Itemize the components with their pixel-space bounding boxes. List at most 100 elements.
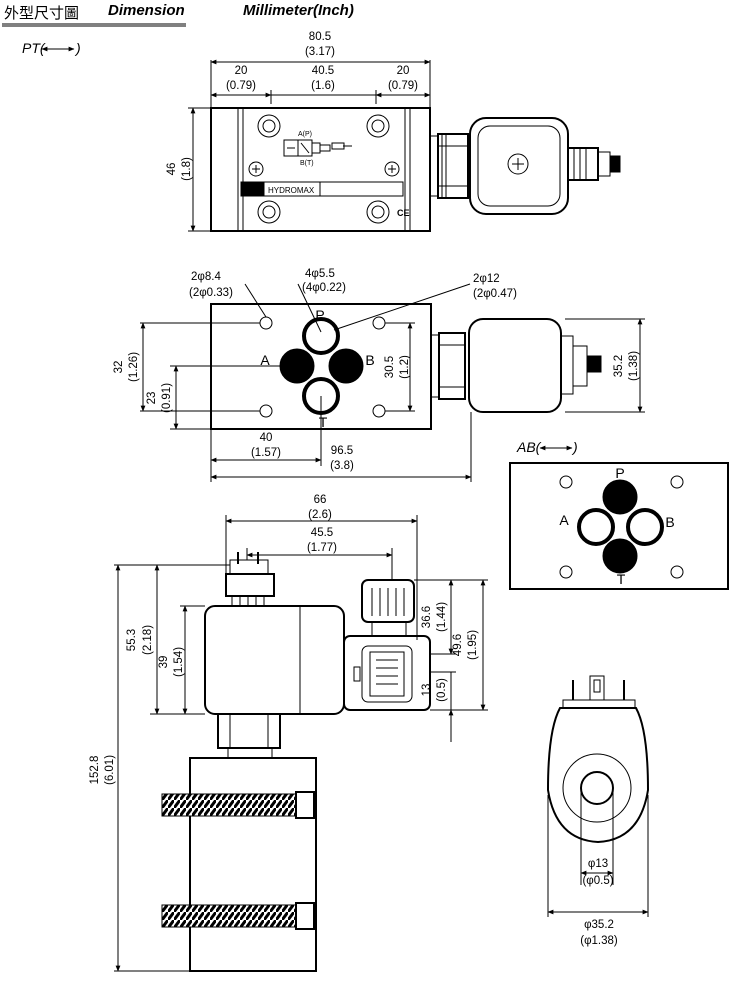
coil-connector xyxy=(225,573,275,597)
port-a xyxy=(577,508,615,546)
screw-icon xyxy=(507,153,529,175)
ab-label: AB( xyxy=(516,439,542,455)
solenoid-coil-top xyxy=(469,117,569,215)
dim-side-13-inch: (0.5) xyxy=(436,678,448,702)
mount-hole xyxy=(257,114,281,138)
dim-coil-13-inch: (φ0.5) xyxy=(582,875,613,887)
bolt-thread xyxy=(161,904,299,928)
dim-hole3: 2φ12 xyxy=(473,273,500,285)
port-b xyxy=(626,508,664,546)
port-a xyxy=(279,348,315,384)
bolt-hole xyxy=(559,475,573,489)
title-units: Millimeter(Inch) xyxy=(243,2,354,19)
dim-face-965-inch: (3.8) xyxy=(330,460,354,472)
solenoid-nut xyxy=(437,133,469,199)
dim-top-left: 20 xyxy=(235,65,248,77)
brand-label: HYDROMAX xyxy=(268,186,315,195)
mount-hole xyxy=(366,200,390,224)
port-a-label: A xyxy=(260,352,270,368)
dim-top-mid: 40.5 xyxy=(312,65,334,77)
port-t xyxy=(602,538,638,574)
dim-side-1528-inch: (6.01) xyxy=(104,755,116,785)
dim-face-40: 40 xyxy=(260,432,273,444)
dim-side-66: 66 xyxy=(314,494,327,506)
solenoid-nut-side xyxy=(217,713,281,749)
mount-hole xyxy=(366,114,390,138)
dim-face-32: 32 xyxy=(113,361,125,374)
hydraulic-symbol-icon xyxy=(283,139,352,157)
dim-side-366: 36.6 xyxy=(421,606,433,628)
dim-coil-13: φ13 xyxy=(588,858,608,870)
dim-hole1-inch: (2φ0.33) xyxy=(189,287,233,299)
dim-face-352-inch: (1.38) xyxy=(628,351,640,381)
dim-face-352: 35.2 xyxy=(613,355,625,377)
mount-hole xyxy=(257,200,281,224)
connector-top xyxy=(567,147,599,181)
dim-side-496: 49.6 xyxy=(452,634,464,656)
top-view: PT( ) A(P) B(T) xyxy=(22,31,621,232)
dim-hole2-inch: (4φ0.22) xyxy=(302,282,346,294)
port-p xyxy=(602,479,638,515)
svg-text:): ) xyxy=(74,40,81,56)
ce-mark: CE xyxy=(397,208,410,218)
dim-top-mid-inch: (1.6) xyxy=(311,80,335,92)
coil-end-view: φ13 (φ0.5) φ35.2 (φ1.38) xyxy=(546,675,650,947)
dim-hole2: 4φ5.5 xyxy=(305,268,335,280)
dim-side-455-inch: (1.77) xyxy=(307,542,337,554)
svg-text:): ) xyxy=(571,439,578,455)
port-t-label: T xyxy=(319,414,328,430)
dim-face-23: 23 xyxy=(146,392,158,405)
bolt-hole xyxy=(670,565,684,579)
dim-face-305-inch: (1.2) xyxy=(399,355,411,379)
solenoid-coil-face xyxy=(468,318,562,413)
dim-side-66-inch: (2.6) xyxy=(308,509,332,521)
port-p xyxy=(302,317,340,355)
dim-top-overall-inch: (3.17) xyxy=(305,46,335,58)
valve-body-side xyxy=(189,757,317,972)
screw-icon xyxy=(248,161,264,177)
dim-top-height-inch: (1.8) xyxy=(181,157,193,181)
nameplate xyxy=(240,181,404,197)
dim-top-right: 20 xyxy=(397,65,410,77)
symbol-a-label: A(P) xyxy=(298,131,312,138)
pt-label: PT( xyxy=(22,40,46,56)
port-a-label: A xyxy=(559,512,569,528)
port-b xyxy=(328,348,364,384)
bolt-hole xyxy=(559,565,573,579)
dim-side-455: 45.5 xyxy=(311,527,333,539)
dim-face-40-inch: (1.57) xyxy=(251,447,281,459)
port-p-label: P xyxy=(315,307,324,323)
dim-hole3-inch: (2φ0.47) xyxy=(473,288,517,300)
dim-face-305: 30.5 xyxy=(384,356,396,378)
pt-arrow-icon: ) xyxy=(41,40,81,56)
title-chinese: 外型尺寸圖 xyxy=(4,5,80,22)
bolt-hole xyxy=(670,475,684,489)
dim-side-1528: 152.8 xyxy=(89,756,101,785)
coil-bore-outer xyxy=(562,753,632,823)
dim-side-366-inch: (1.44) xyxy=(436,602,448,632)
dim-face-32-inch: (1.26) xyxy=(128,352,140,382)
port-face-view: P A B T 2φ8.4 (2φ0.33) 4φ5.5 (4φ0.22) 2φ… xyxy=(113,268,645,482)
dim-coil-352: φ35.2 xyxy=(584,919,614,931)
dim-hole1: 2φ8.4 xyxy=(191,271,221,283)
port-b-label: B xyxy=(665,514,674,530)
port-p-label: P xyxy=(615,465,624,481)
dim-face-23-inch: (0.91) xyxy=(161,383,173,413)
dim-side-39-inch: (1.54) xyxy=(173,647,185,677)
ab-view: AB( ) P A B T xyxy=(509,439,729,590)
coil-end-outline xyxy=(546,707,650,844)
dim-top-height: 46 xyxy=(166,163,178,176)
dim-side-496-inch: (1.95) xyxy=(467,630,479,660)
dim-top-right-inch: (0.79) xyxy=(388,80,418,92)
port-b-label: B xyxy=(365,352,374,368)
dim-top-overall: 80.5 xyxy=(309,31,331,43)
title-dimension: Dimension xyxy=(108,2,185,19)
screw-icon xyxy=(384,161,400,177)
dim-top-left-inch: (0.79) xyxy=(226,80,256,92)
port-t-label: T xyxy=(617,571,626,587)
ab-arrow-icon: ) xyxy=(539,439,578,455)
dim-coil-352-inch: (φ1.38) xyxy=(580,935,618,947)
symbol-b-label: B(T) xyxy=(300,160,314,167)
dim-side-13: 13 xyxy=(421,684,433,697)
